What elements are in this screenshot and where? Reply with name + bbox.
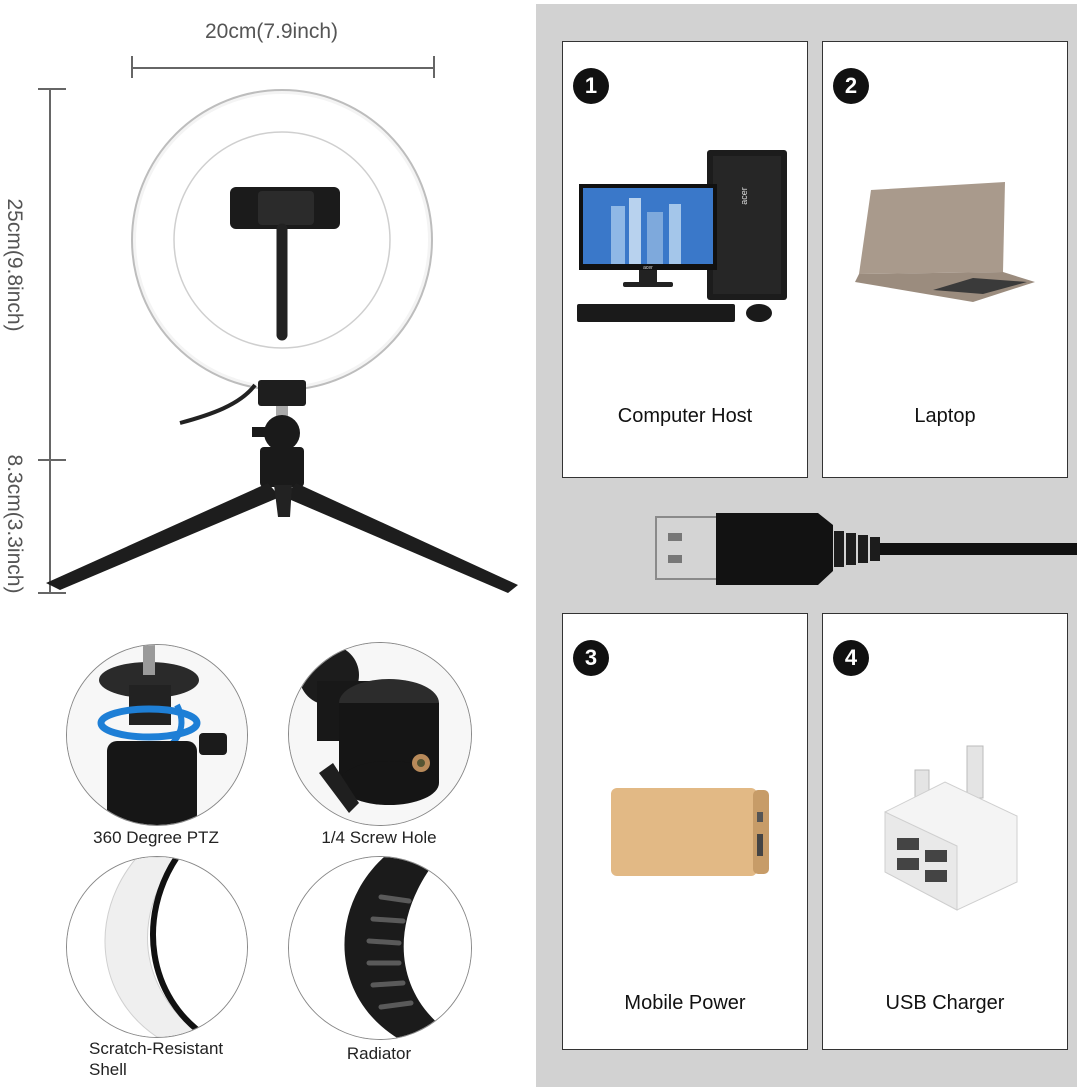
shell-illustration [67,857,247,1037]
radiator-illustration [289,857,471,1039]
width-dimension-tick-right [433,56,435,78]
shell-caption: Scratch-Resistant Shell [89,1039,224,1079]
device-card-laptop: 2 Laptop [822,41,1068,478]
ptz-illustration [67,645,247,825]
usb-charger-illustration [884,745,1018,911]
ring-light-illustration [46,89,518,593]
tripod-height-dimension-label: 8.3cm(3.3inch) [3,454,26,594]
width-dimension-label: 20cm(7.9inch) [205,20,339,43]
screw-hole-detail-circle [288,642,472,826]
device-label: USB Charger [885,992,1005,1014]
device-number-badge: 3 [573,640,609,676]
device-label: Laptop [914,405,976,427]
screw-hole-caption: 1/4 Screw Hole [321,828,437,847]
shell-detail-circle [66,856,248,1038]
height-dimension-tick-top [38,88,66,90]
device-number-badge: 1 [573,68,609,104]
device-label: Mobile Power [624,992,746,1014]
usb-cable-illustration [655,513,1077,585]
radiator-detail-circle [288,856,472,1040]
monitor-brand-text: acer [643,265,653,271]
tower-brand-text: acer [739,187,749,205]
height-dimension-tick-bottom [38,592,66,594]
laptop-illustration [855,182,1035,302]
height-dimension-label: 25cm(9.8inch) [3,198,26,332]
radiator-caption: Radiator [346,1044,412,1063]
height-dimension-tick-middle [38,459,66,461]
ptz-caption: 360 Degree PTZ [93,828,219,847]
width-dimension-line [132,67,434,69]
device-label: Computer Host [617,405,753,427]
power-bank-illustration [611,788,769,876]
device-card-usb-charger: 4 USB Charger [822,613,1068,1050]
height-dimension-line [49,88,51,593]
device-number-badge: 4 [833,640,869,676]
width-dimension-tick-left [131,56,133,78]
device-number-badge: 2 [833,68,869,104]
screw-hole-illustration [289,643,471,825]
ptz-detail-circle [66,644,248,826]
device-card-computer-host: 1 acer acer Computer Host [562,41,808,478]
desktop-computer-illustration: acer acer [577,150,787,322]
device-card-mobile-power: 3 Mobile Power [562,613,808,1050]
